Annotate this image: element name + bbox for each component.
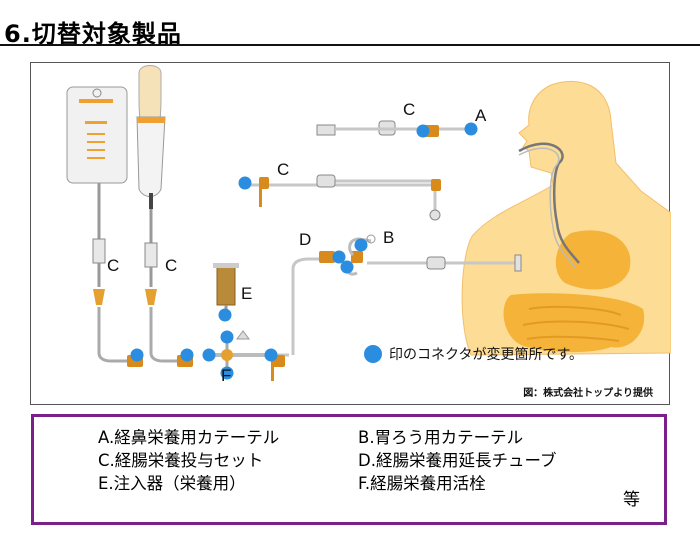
figure-credit: 図：株式会社トップより提供 bbox=[523, 386, 653, 399]
legend-item-a: A.経鼻栄養用カテーテル bbox=[98, 428, 280, 447]
callout-a: A bbox=[475, 106, 487, 125]
callout-b: B bbox=[383, 228, 394, 247]
legend-list: A.経鼻栄養用カテーテル B.胃ろう用カテーテル C.経腸栄養投与セット D.経… bbox=[98, 427, 618, 495]
legend-item-c: C.経腸栄養投与セット bbox=[98, 451, 264, 470]
marker-note: 印のコネクタが変更箇所です。 bbox=[389, 346, 583, 362]
human-body-illustration bbox=[461, 80, 671, 356]
marker-legend-dot bbox=[364, 345, 382, 363]
legend-item-e: E.注入器（栄養用） bbox=[98, 474, 246, 493]
callout-d: D bbox=[299, 230, 311, 249]
callout-c-set-right: C bbox=[165, 256, 177, 275]
title-rule bbox=[0, 44, 700, 46]
stopcock-illustration bbox=[209, 330, 271, 369]
product-diagram: A B C C C C D E F 印のコネクタが変更箇所です。 図：株式会社ト… bbox=[30, 62, 671, 405]
callout-c-set-left: C bbox=[107, 256, 119, 275]
callout-c-nasal: C bbox=[403, 100, 415, 119]
legend-item-f: F.経腸栄養用活栓 bbox=[358, 474, 486, 493]
legend-item-b: B.胃ろう用カテーテル bbox=[358, 428, 524, 447]
page-title: 6.切替対象製品 bbox=[4, 20, 182, 48]
feeding-bag-right bbox=[136, 65, 177, 363]
diagram-canvas: A B C C C C D E F 印のコネクタが変更箇所です。 図：株式会社ト… bbox=[66, 65, 671, 399]
legend-item-d: D.経腸栄養用延長チューブ bbox=[358, 451, 557, 470]
callout-c-mid: C bbox=[277, 160, 289, 179]
callout-e: E bbox=[241, 284, 252, 303]
change-markers bbox=[130, 122, 478, 380]
callout-f: F bbox=[221, 366, 231, 385]
syringe-illustration bbox=[213, 263, 239, 315]
legend-etc: 等 bbox=[623, 490, 640, 510]
legend-box: A.経鼻栄養用カテーテル B.胃ろう用カテーテル C.経腸栄養投与セット D.経… bbox=[31, 414, 667, 525]
feeding-bag-left bbox=[66, 86, 128, 363]
